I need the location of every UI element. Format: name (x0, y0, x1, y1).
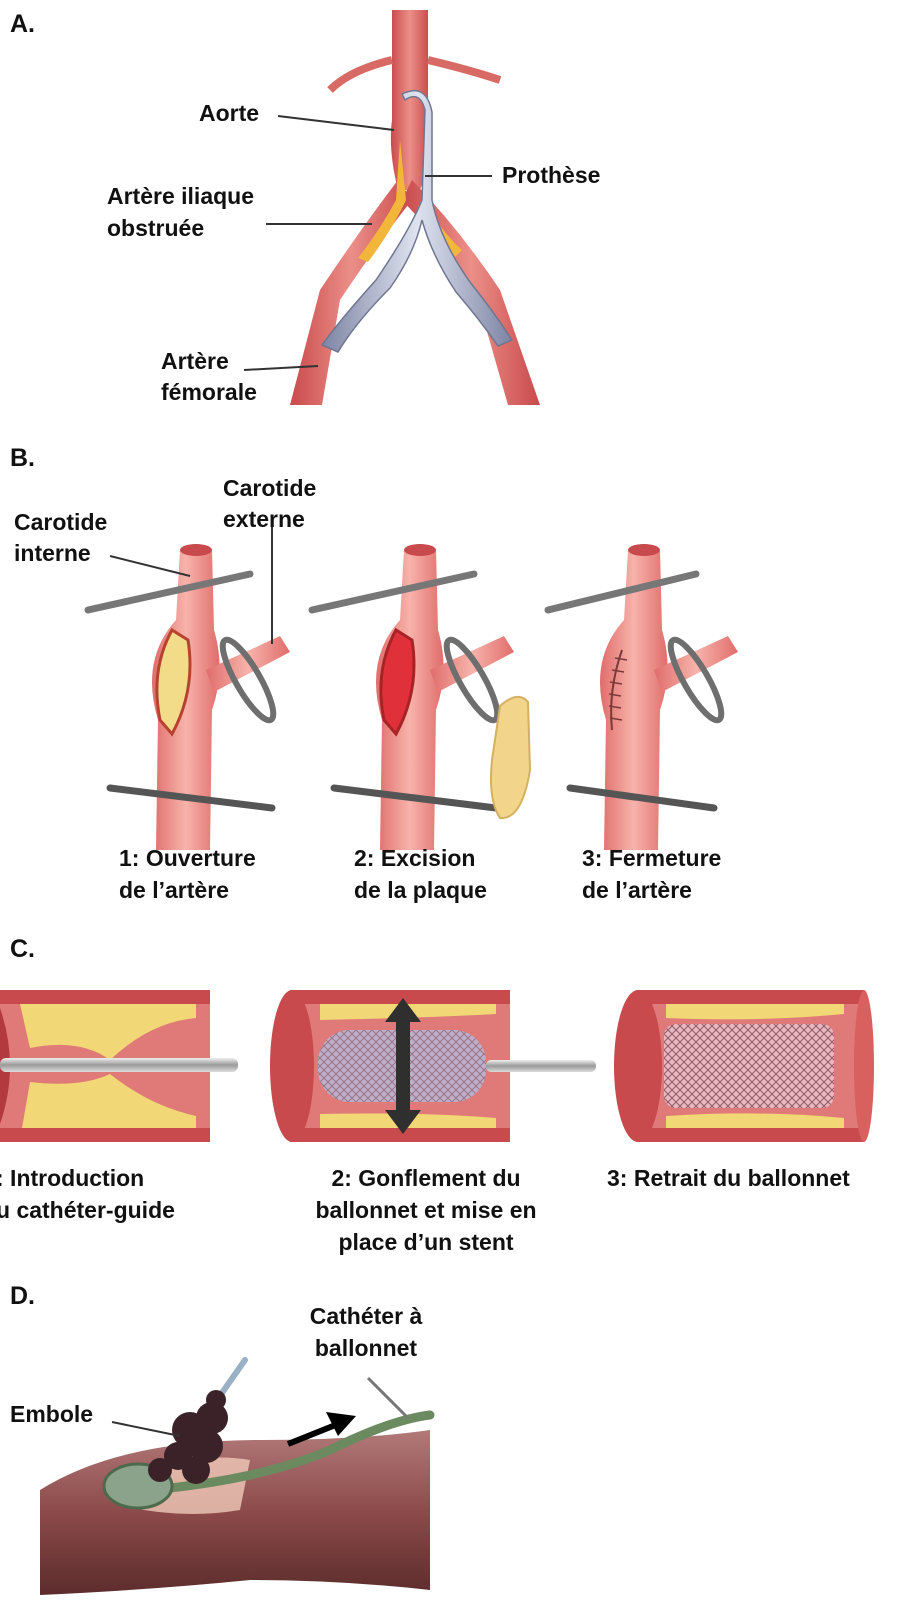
prosthesis-label: Prothèse (502, 160, 600, 191)
b-step-2-line1: 2: Excision (354, 843, 475, 874)
b-step-3-line2: de l’artère (582, 875, 692, 906)
carotid-step-1 (88, 544, 290, 850)
panel-c-illustration (0, 978, 914, 1158)
internal-carotid-label-line1: Carotide (14, 507, 107, 538)
iliac-label-line2: obstruée (107, 213, 204, 244)
c-step-2-line2: ballonnet et mise en (286, 1195, 566, 1226)
b-step-3-line1: 3: Fermeture (582, 843, 721, 874)
aorta-label: Aorte (199, 98, 259, 129)
c-step-1-line1: : Introduction (0, 1163, 144, 1194)
embolus-label: Embole (10, 1399, 93, 1430)
panel-b-illustration (0, 470, 914, 870)
vessel-step-3 (614, 990, 874, 1142)
b-step-1-line1: 1: Ouverture (119, 843, 256, 874)
b-step-1-line2: de l’artère (119, 875, 229, 906)
c-step-1-line2: u cathéter-guide (0, 1195, 175, 1226)
external-carotid-label-line2: externe (223, 504, 305, 535)
c-step-2-line1: 2: Gonflement du (286, 1163, 566, 1194)
catheter-label-line1: Cathéter à (286, 1301, 446, 1332)
external-carotid-label-line1: Carotide (223, 473, 316, 504)
iliac-label-line1: Artère iliaque (107, 181, 254, 212)
femoral-label-line1: Artère (161, 346, 229, 377)
panel-c-letter: C. (10, 935, 35, 964)
carotid-step-3 (548, 544, 738, 850)
vessel-step-1 (0, 990, 238, 1142)
b-step-2-line2: de la plaque (354, 875, 487, 906)
c-step-2-line3: place d’un stent (286, 1227, 566, 1258)
catheter-label-line2: ballonnet (286, 1333, 446, 1364)
carotid-step-2 (312, 544, 530, 850)
panel-d-illustration (0, 1290, 914, 1600)
femoral-label-line2: fémorale (161, 377, 257, 408)
c-step-3-line1: 3: Retrait du ballonnet (607, 1163, 850, 1194)
internal-carotid-label-line2: interne (14, 538, 91, 569)
panel-b-letter: B. (10, 444, 35, 473)
vein-vessel (40, 1430, 430, 1595)
vessel-step-2 (270, 990, 596, 1142)
